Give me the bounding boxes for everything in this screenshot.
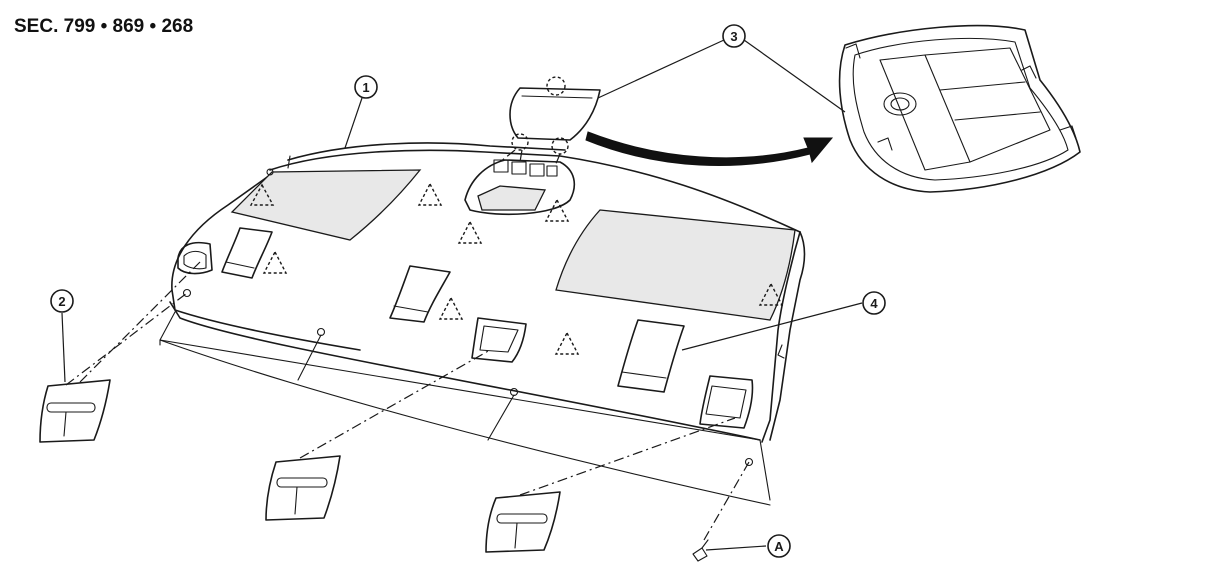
triangle-marker-icon xyxy=(249,183,275,206)
trim-clip-1 xyxy=(39,379,111,443)
triangle-marker-icon xyxy=(544,198,570,222)
leader-lines xyxy=(61,39,863,551)
callout-1-label: 1 xyxy=(362,80,369,95)
triangle-marker-icon xyxy=(417,182,443,206)
triangle-marker-icon xyxy=(262,250,288,274)
assembly-lines xyxy=(65,261,750,541)
fastener-a xyxy=(692,539,709,562)
callout-2-label: 2 xyxy=(58,294,65,309)
section-label: SEC. 799 • 869 • 268 xyxy=(14,16,193,37)
curved-arrow-icon xyxy=(585,131,834,166)
callout-4-label: 4 xyxy=(870,296,878,311)
parcel-shelf-assembly xyxy=(159,142,806,506)
callout-3-label: 3 xyxy=(730,29,737,44)
lamp-cover-detail-view xyxy=(838,24,1081,193)
high-mount-lamp-cover xyxy=(499,76,601,167)
callout-4: 4 xyxy=(862,291,886,315)
clip-location-markers xyxy=(249,182,784,355)
triangle-marker-icon xyxy=(758,282,784,306)
callout-3: 3 xyxy=(722,24,746,48)
trim-clip-2 xyxy=(265,455,341,521)
callout-a-label: A xyxy=(774,539,784,554)
callout-a: A xyxy=(767,534,791,558)
callout-2: 2 xyxy=(50,289,74,313)
triangle-marker-icon xyxy=(438,296,464,320)
callout-1: 1 xyxy=(354,75,378,99)
triangle-marker-icon xyxy=(554,331,580,355)
triangle-marker-icon xyxy=(457,220,483,244)
trim-clip-3 xyxy=(485,491,561,553)
